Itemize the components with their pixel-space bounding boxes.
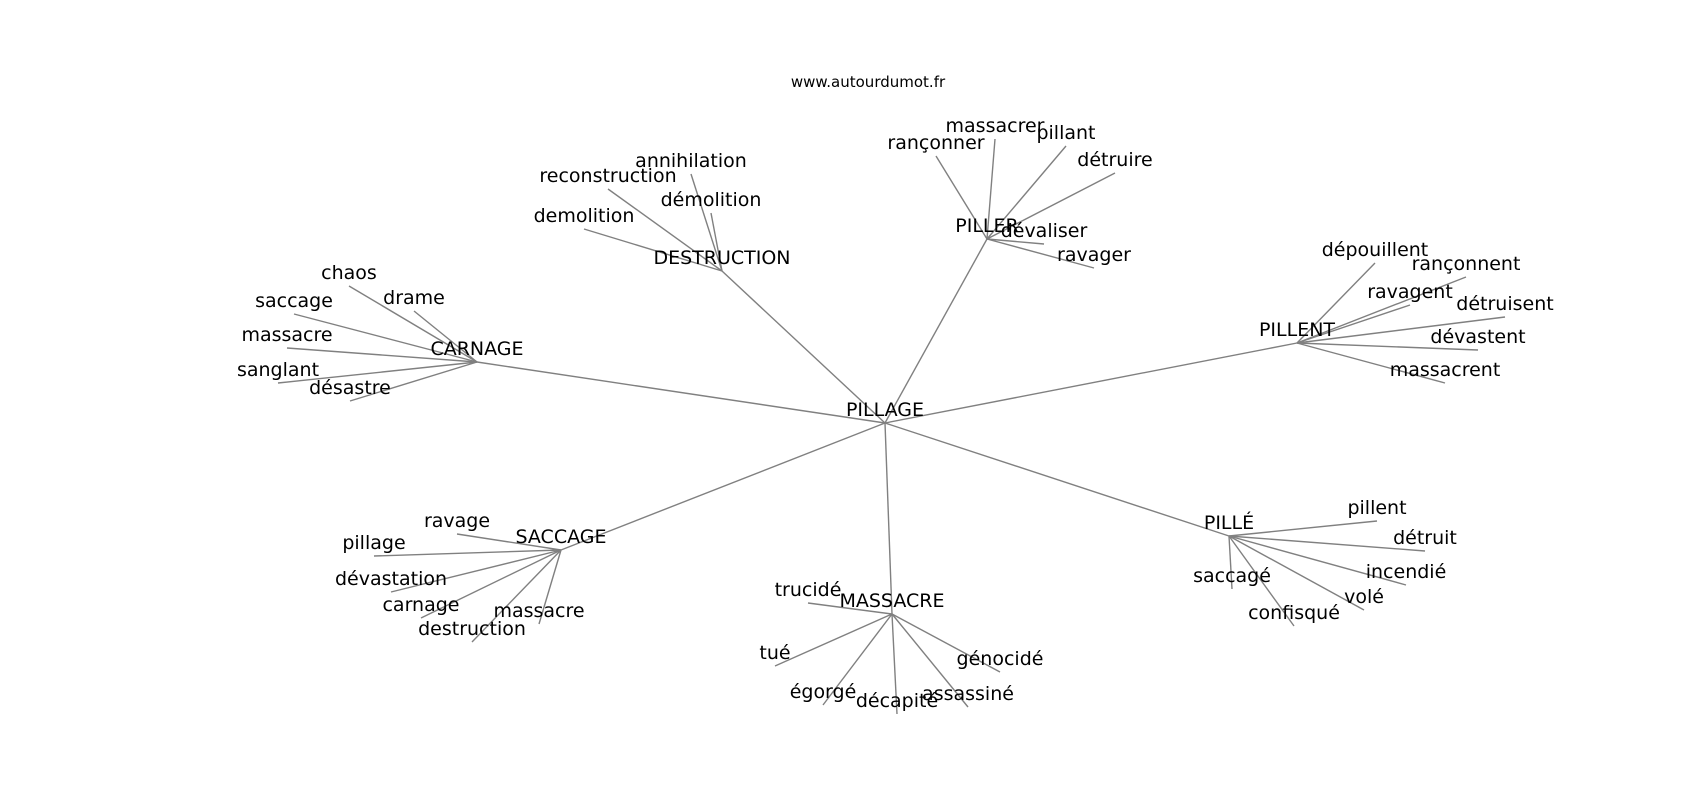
edge-hub-to-word — [1228, 535, 1295, 627]
word-node: destruction — [418, 618, 526, 640]
word-node: tué — [759, 642, 790, 664]
edge-hub-to-word — [935, 155, 988, 240]
word-node: dévastation — [335, 568, 447, 590]
edge-hub-to-word — [1296, 342, 1479, 351]
edge-hub-to-word — [1296, 262, 1376, 344]
word-node: incendié — [1366, 561, 1447, 583]
word-node: annihilation — [635, 150, 747, 172]
word-node: trucidé — [775, 579, 842, 601]
edge-center-to-hub — [884, 238, 988, 424]
word-node: demolition — [534, 205, 635, 227]
edge-center-to-hub — [884, 422, 1230, 537]
word-node: chaos — [321, 262, 377, 284]
word-node: détruire — [1077, 149, 1152, 171]
edge-hub-to-word — [822, 613, 893, 706]
word-node: égorgé — [790, 681, 857, 703]
edge-hub-to-word — [1296, 276, 1467, 344]
edge-hub-to-word — [774, 613, 893, 667]
edge-hub-to-word — [1296, 342, 1446, 384]
edge-hub-to-word — [710, 212, 723, 272]
hub-node: DESTRUCTION — [653, 247, 790, 269]
hub-node: SACCAGE — [515, 526, 606, 548]
edge-hub-to-word — [583, 228, 723, 272]
edge-hub-to-word — [293, 313, 478, 363]
edge-hub-to-word — [456, 533, 562, 551]
edge-hub-to-word — [891, 613, 1001, 673]
word-node: carnage — [382, 594, 459, 616]
edge-hub-to-word — [986, 238, 1095, 269]
edge-hub-to-word — [1228, 535, 1407, 586]
edge-hub-to-word — [690, 173, 723, 272]
edge-hub-to-word — [373, 549, 562, 557]
word-node: sanglant — [237, 359, 319, 381]
hub-node: PILLENT — [1259, 319, 1335, 341]
word-node: détruisent — [1456, 293, 1553, 315]
graph-edges — [277, 138, 1506, 715]
hub-node: CARNAGE — [430, 338, 523, 360]
edge-hub-to-word — [1296, 316, 1506, 344]
word-node: désastre — [309, 377, 391, 399]
hub-node: MASSACRE — [839, 590, 944, 612]
edge-hub-to-word — [286, 347, 478, 363]
word-node: dévastent — [1430, 326, 1525, 348]
edge-hub-to-word — [891, 613, 898, 715]
word-node: volé — [1344, 586, 1384, 608]
word-node: rançonnent — [1412, 253, 1521, 275]
edge-center-to-hub — [721, 270, 886, 424]
word-node: saccage — [255, 290, 333, 312]
word-node: saccagé — [1193, 565, 1271, 587]
word-node: dépouillent — [1322, 239, 1429, 261]
edge-hub-to-word — [1228, 520, 1378, 537]
edge-center-to-hub — [884, 422, 893, 615]
word-node: détruit — [1393, 527, 1457, 549]
edge-hub-to-word — [420, 549, 562, 619]
edge-hub-to-word — [986, 138, 996, 240]
edge-hub-to-word — [1228, 535, 1233, 590]
word-node: rançonner — [887, 132, 984, 154]
edge-hub-to-word — [607, 188, 723, 272]
edge-center-to-hub — [560, 422, 886, 551]
edge-hub-to-word — [986, 145, 1067, 240]
edge-hub-to-word — [807, 602, 893, 615]
graph-labels: PILLAGE DESTRUCTION annihilationreconstruc… — [237, 115, 1554, 712]
hub-node: PILLÉ — [1204, 511, 1254, 534]
edge-hub-to-word — [413, 310, 478, 363]
word-node: pillant — [1036, 122, 1095, 144]
edge-hub-to-word — [1228, 535, 1365, 611]
edge-hub-to-word — [471, 549, 562, 643]
word-node: décapité — [856, 690, 938, 712]
edge-center-to-hub — [884, 342, 1298, 424]
word-node: massacre — [241, 324, 332, 346]
edge-hub-to-word — [986, 238, 1045, 245]
word-node: ravagent — [1367, 281, 1453, 303]
edge-hub-to-word — [390, 549, 562, 593]
center-node: PILLAGE — [846, 399, 924, 421]
edge-hub-to-word — [986, 172, 1116, 240]
word-node: reconstruction — [539, 165, 676, 187]
word-node: massacre — [493, 600, 584, 622]
edge-center-to-hub — [476, 361, 886, 424]
edge-hub-to-word — [277, 361, 478, 384]
word-node: drame — [383, 287, 445, 309]
edge-hub-to-word — [348, 285, 478, 363]
word-node: massacrer — [946, 115, 1045, 137]
edge-hub-to-word — [349, 361, 478, 402]
word-node: démolition — [661, 189, 762, 211]
word-node: massacrent — [1390, 359, 1501, 381]
edge-hub-to-word — [538, 549, 562, 625]
word-node: assassiné — [922, 683, 1014, 705]
source-label: www.autourdumot.fr — [791, 73, 946, 91]
word-node: pillage — [342, 532, 405, 554]
edge-hub-to-word — [1228, 535, 1426, 552]
word-node: pillent — [1347, 497, 1406, 519]
hub-node: PILLER — [955, 215, 1018, 237]
word-node: ravager — [1057, 244, 1131, 266]
word-node: ravage — [424, 510, 490, 532]
word-node: dévaliser — [1001, 220, 1088, 242]
word-node: génocidé — [957, 648, 1044, 670]
word-node: confisqué — [1248, 602, 1340, 624]
edge-hub-to-word — [891, 613, 969, 708]
edge-hub-to-word — [1296, 304, 1411, 344]
